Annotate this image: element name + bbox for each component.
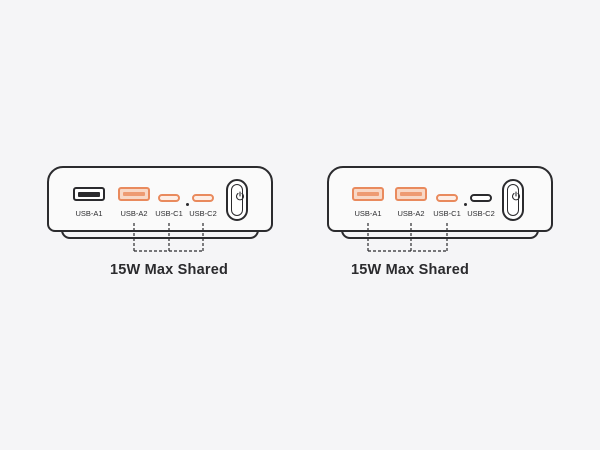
dot-icon — [186, 203, 189, 206]
usb-c1-port[interactable] — [436, 194, 458, 202]
port-label-usb-c2: USB-C2 — [189, 209, 217, 218]
port-label-usb-c2: USB-C2 — [467, 209, 495, 218]
power-icon — [511, 191, 521, 201]
usb-c2-port[interactable] — [470, 194, 492, 202]
usb-a2-port[interactable] — [395, 187, 427, 201]
port-label-usb-c1: USB-C1 — [433, 209, 461, 218]
port-label-usb-a1: USB-A1 — [354, 209, 382, 218]
port-label-usb-a2: USB-A2 — [120, 209, 148, 218]
port-label-usb-a2: USB-A2 — [397, 209, 425, 218]
power-bank-left: USB-A1 USB-A2 USB-C1 USB-C2 — [47, 166, 273, 239]
port-label-usb-c1: USB-C1 — [155, 209, 183, 218]
usb-a2-port[interactable] — [118, 187, 150, 201]
port-label-usb-a1: USB-A1 — [75, 209, 103, 218]
dot-icon — [464, 203, 467, 206]
caption-left: 15W Max Shared — [109, 262, 229, 278]
power-icon — [235, 191, 245, 201]
usb-a1-port[interactable] — [352, 187, 384, 201]
usb-c2-port[interactable] — [192, 194, 214, 202]
usb-a1-port[interactable] — [73, 187, 105, 201]
power-button[interactable] — [502, 179, 524, 221]
power-bank-right: USB-A1 USB-A2 USB-C1 USB-C2 — [327, 166, 553, 239]
usb-c1-port[interactable] — [158, 194, 180, 202]
caption-right: 15W Max Shared — [350, 262, 470, 278]
power-button[interactable] — [226, 179, 248, 221]
